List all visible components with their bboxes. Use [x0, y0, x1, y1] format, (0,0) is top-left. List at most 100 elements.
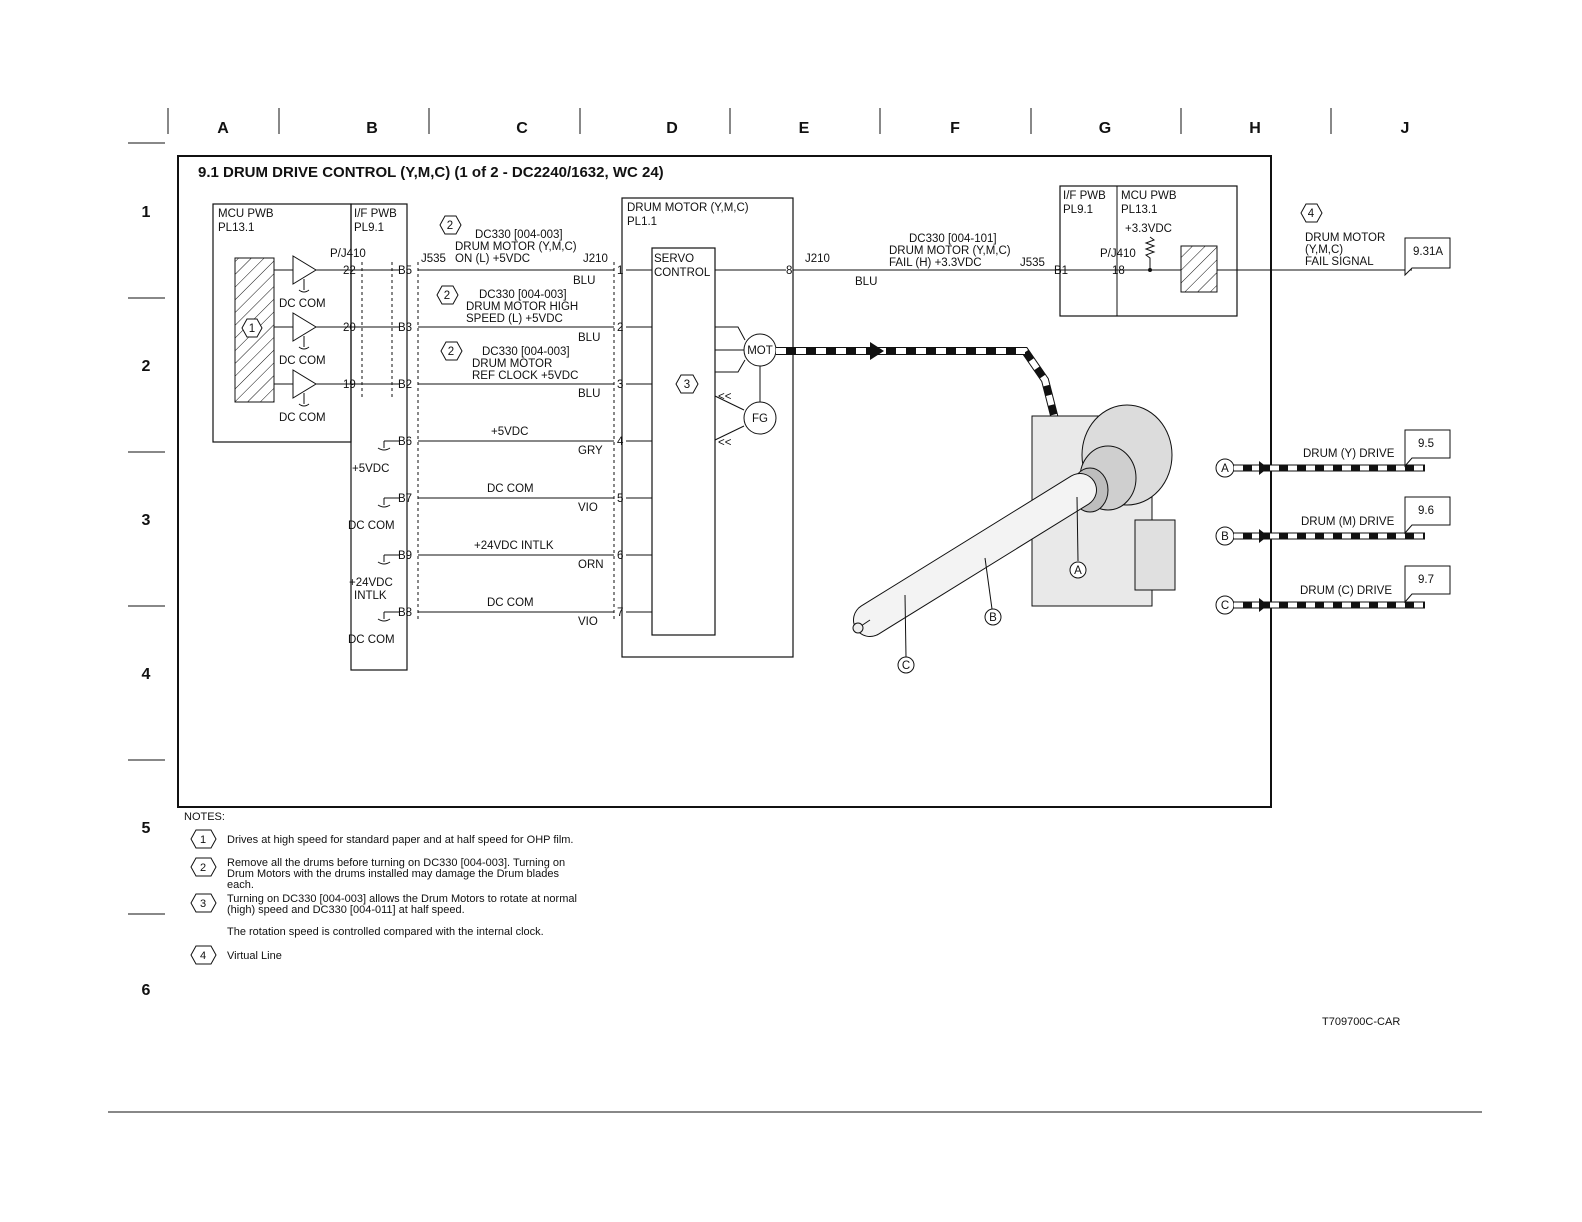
- servo-line1: SERVO: [654, 253, 694, 265]
- pj410-right: P/J410: [1100, 248, 1136, 260]
- fail-out-line3: FAIL SIGNAL: [1305, 256, 1374, 268]
- motor-pin-6: 6: [617, 550, 623, 562]
- diagram-title: 9.1 DRUM DRIVE CONTROL (Y,M,C) (1 of 2 -…: [198, 164, 664, 181]
- vio-wire-1: VIO: [578, 502, 598, 514]
- pin-b8: B8: [398, 607, 412, 619]
- wire-24vdc: +24VDC INTLK: [474, 540, 554, 552]
- sig1-line2: DRUM MOTOR (Y,M,C): [455, 241, 577, 253]
- sig1-line3: ON (L) +5VDC: [455, 253, 530, 265]
- pin-22: 22: [343, 265, 356, 277]
- note2-hex-c-num: 2: [448, 346, 454, 358]
- dc-com-2: DC COM: [279, 355, 326, 367]
- note-3-line4: The rotation speed is controlled compare…: [227, 926, 544, 938]
- notes-heading: NOTES:: [184, 811, 225, 823]
- vio-wire-2: VIO: [578, 616, 598, 628]
- note-4-text: Virtual Line: [227, 950, 282, 962]
- j535-right: J535: [1020, 257, 1045, 269]
- note1-hex: [241, 318, 263, 338]
- ref-931a: 9.31A: [1413, 246, 1443, 258]
- blu-3: BLU: [578, 388, 600, 400]
- dc-com-b7: DC COM: [348, 520, 395, 532]
- servo-line2: CONTROL: [654, 267, 711, 279]
- col-h: H: [1249, 120, 1261, 137]
- col-d: D: [666, 120, 678, 137]
- motor-pin-7: 7: [617, 607, 623, 619]
- note-4-num: 4: [200, 950, 206, 962]
- fg-arrows-top: <<: [718, 391, 732, 403]
- pin-20: 20: [343, 322, 356, 334]
- col-f: F: [950, 120, 960, 137]
- row-1: 1: [142, 204, 151, 221]
- right-pwbs: I/F PWB PL9.1 MCU PWB PL13.1 +3.3VDC: [1059, 185, 1412, 317]
- drum-callout-a-letter: A: [1074, 565, 1082, 577]
- pj410-left: P/J410: [330, 248, 366, 260]
- note4-hex: [1300, 203, 1323, 223]
- col-g: G: [1099, 120, 1111, 137]
- drive-y-ref: 9.5: [1418, 438, 1434, 450]
- drive-output-m: [1215, 496, 1451, 546]
- note-3-hex: [190, 893, 217, 913]
- note4-hex-num: 4: [1308, 208, 1315, 220]
- pin-b7: B7: [398, 493, 412, 505]
- signal-wires: [351, 262, 615, 622]
- fail-out-line2: (Y,M,C): [1305, 244, 1343, 256]
- pin-b3: B3: [398, 322, 412, 334]
- blu-fail: BLU: [855, 276, 877, 288]
- fail-line3: FAIL (H) +3.3VDC: [889, 257, 982, 269]
- mcu-pwb-right-pl: PL13.1: [1121, 204, 1157, 216]
- motor-pin-2: 2: [617, 322, 623, 334]
- blu-1: BLU: [573, 275, 595, 287]
- pin-b9: B9: [398, 550, 412, 562]
- drive-y-letter: A: [1221, 463, 1229, 475]
- mcu-pwb-left: MCU PWB PL13.1 1 DC COM DC COM DC COM: [212, 203, 352, 443]
- sig3-line3: REF CLOCK +5VDC: [472, 370, 578, 382]
- col-b: B: [366, 120, 378, 137]
- motor-pin-8: 8: [786, 265, 792, 277]
- blu-2: BLU: [578, 332, 600, 344]
- note1-hex-num: 1: [249, 323, 255, 335]
- note-3-num: 3: [200, 898, 206, 910]
- drive-output-y: [1215, 429, 1451, 478]
- row-4: 4: [142, 666, 151, 683]
- col-c: C: [516, 120, 528, 137]
- drum-callout-c-letter: C: [902, 660, 910, 672]
- orn-wire: ORN: [578, 559, 604, 571]
- row-6: 6: [142, 982, 151, 999]
- j535-left: J535: [421, 253, 446, 265]
- sig2-line1: DC330 [004-003]: [479, 289, 567, 301]
- note-2-hex: [190, 857, 217, 877]
- drum-motor-name: DRUM MOTOR (Y,M,C): [627, 202, 749, 214]
- wire-5vdc: +5VDC: [491, 426, 528, 438]
- power-5v-label: +5VDC: [352, 463, 389, 475]
- note-3-line1: Turning on DC330 [004-003] allows the Dr…: [227, 893, 577, 905]
- drive-m-label: DRUM (M) DRIVE: [1301, 516, 1395, 528]
- fg-label: FG: [752, 413, 768, 425]
- fail-line1: DC330 [004-101]: [909, 233, 997, 245]
- drum-motor-box: DRUM MOTOR (Y,M,C) PL1.1 SERVO CONTROL 3…: [621, 197, 794, 658]
- note-2-line2: Drum Motors with the drums installed may…: [227, 868, 559, 880]
- dc-com-1: DC COM: [279, 298, 326, 310]
- drum-callout-b-letter: B: [989, 612, 997, 624]
- pin-19: 19: [343, 379, 356, 391]
- ref-box-931a: [1404, 237, 1451, 277]
- mcu-pwb-left-pl: PL13.1: [218, 222, 254, 234]
- wire-dc-com-2: DC COM: [487, 597, 534, 609]
- dc-com-3: DC COM: [279, 412, 326, 424]
- fg-arrows-bot: <<: [718, 437, 732, 449]
- gry-wire: GRY: [578, 445, 603, 457]
- diagram-border: [177, 155, 1272, 808]
- if-pwb-left-name: I/F PWB: [354, 208, 397, 220]
- sig3-line2: DRUM MOTOR: [472, 358, 552, 370]
- drum-callout-b: [984, 608, 1002, 626]
- motor-pin-4: 4: [617, 436, 624, 448]
- pin-b1: B1: [1054, 265, 1068, 277]
- sig2-line2: DRUM MOTOR HIGH: [466, 301, 578, 313]
- motor-pin-1: 1: [617, 265, 623, 277]
- note-4-hex: [190, 945, 217, 965]
- sig3-line1: DC330 [004-003]: [482, 346, 570, 358]
- row-2: 2: [142, 358, 151, 375]
- drum-motor-pl: PL1.1: [627, 216, 657, 228]
- wire-dc-com-1: DC COM: [487, 483, 534, 495]
- drive-c-label: DRUM (C) DRIVE: [1300, 585, 1392, 597]
- sig2-line3: SPEED (L) +5VDC: [466, 313, 563, 325]
